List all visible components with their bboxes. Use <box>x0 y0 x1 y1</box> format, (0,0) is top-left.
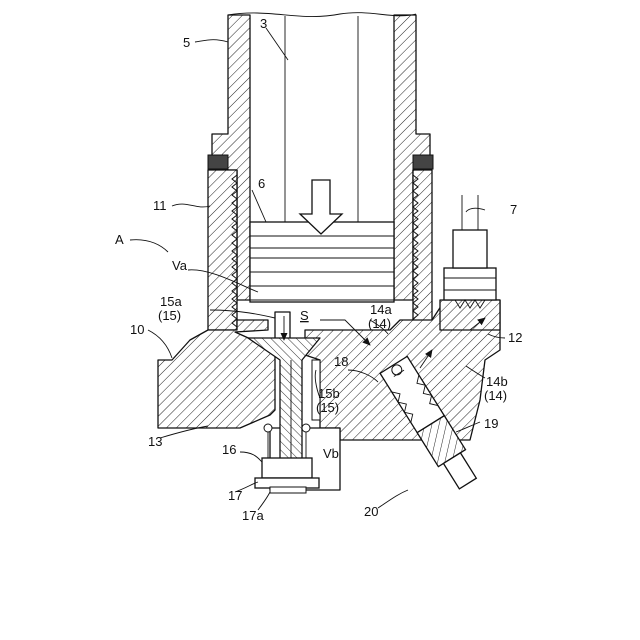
label-7: 7 <box>510 202 517 217</box>
label-15b-paren: (15) <box>316 400 339 415</box>
label-17: 17 <box>228 488 242 503</box>
fitting-12 <box>440 195 500 330</box>
piston-6 <box>250 222 394 302</box>
label-18: 18 <box>334 354 348 369</box>
label-16: 16 <box>222 442 236 457</box>
label-15a-paren: (15) <box>158 308 181 323</box>
label-Va: Va <box>172 258 188 273</box>
label-14a-paren: (14) <box>368 316 391 331</box>
label-6: 6 <box>258 176 265 191</box>
label-20: 20 <box>364 504 378 519</box>
label-11: 11 <box>153 198 167 213</box>
label-Vb: Vb <box>323 446 339 461</box>
label-19: 19 <box>484 416 498 431</box>
label-15b: 15b <box>318 386 340 401</box>
label-12: 12 <box>508 330 522 345</box>
label-S: S <box>300 308 309 323</box>
label-14b-paren: (14) <box>484 388 507 403</box>
label-10: 10 <box>130 322 144 337</box>
label-3: 3 <box>260 16 267 31</box>
label-14b: 14b <box>486 374 508 389</box>
label-17a: 17a <box>242 508 264 523</box>
label-14a: 14a <box>370 302 392 317</box>
label-5: 5 <box>183 35 190 50</box>
label-A: A <box>115 232 124 247</box>
label-15a: 15a <box>160 294 182 309</box>
label-13: 13 <box>148 434 162 449</box>
